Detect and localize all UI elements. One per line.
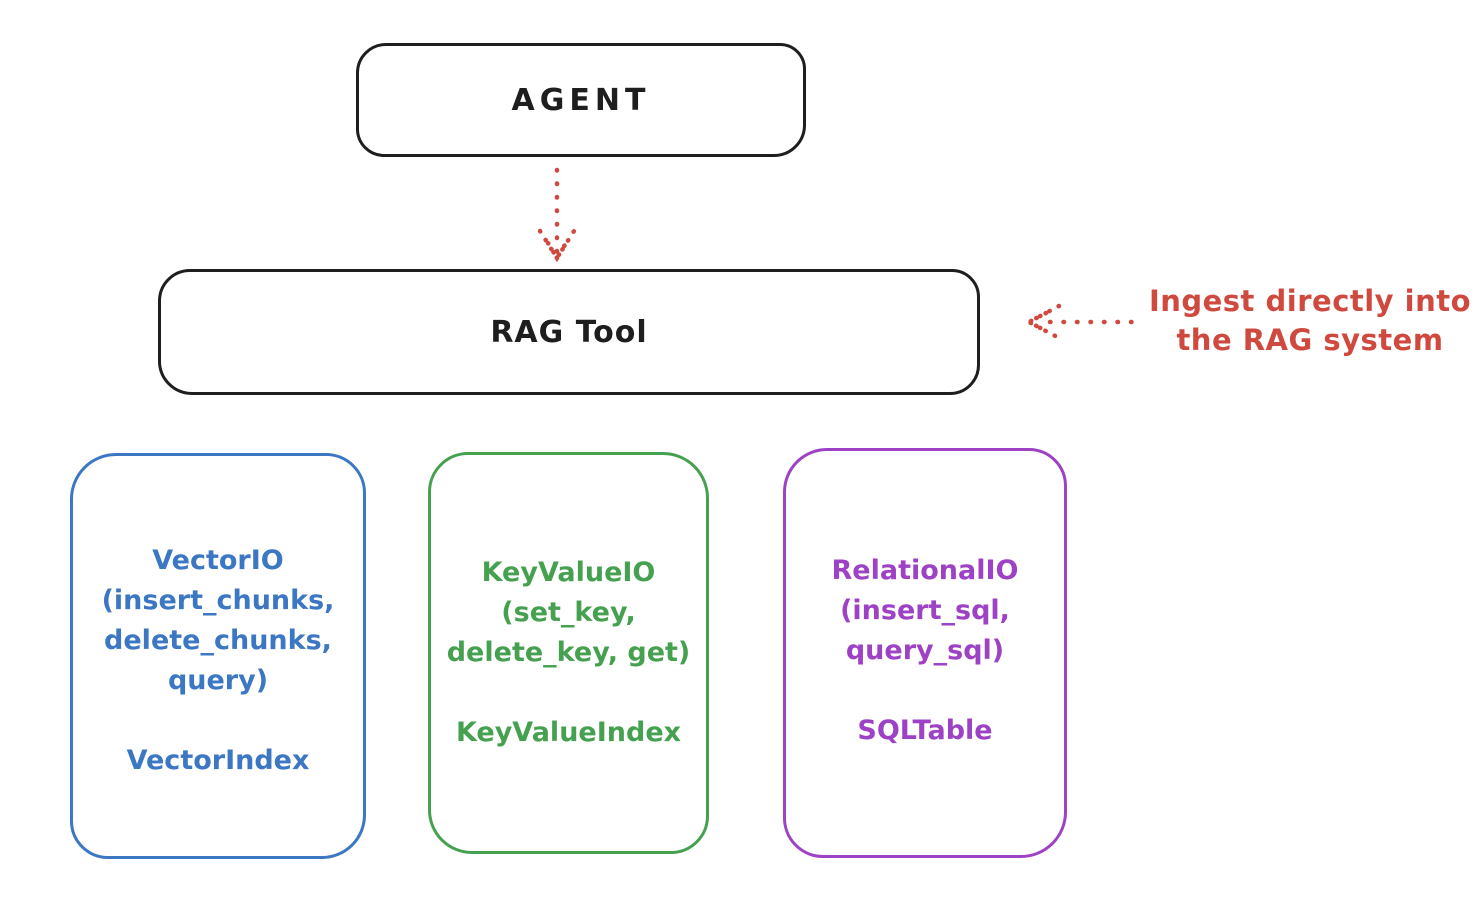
node-text-line: KeyValueIO xyxy=(481,557,656,588)
annotation-line: Ingest directly into xyxy=(1148,284,1472,318)
node-text-line: query) xyxy=(167,665,269,696)
node-text-line: delete_key, get) xyxy=(446,637,691,668)
agent-node: AGENT xyxy=(356,43,806,157)
keyvalue-index-label: KeyValueIndex xyxy=(455,717,682,748)
vector-index-label: VectorIndex xyxy=(126,745,310,776)
vectorio-node: VectorIO (insert_chunks, delete_chunks, … xyxy=(70,453,366,859)
rag-tool-node: RAG Tool xyxy=(158,269,980,395)
node-text-line: VectorIO xyxy=(152,545,284,576)
node-text-line: (insert_chunks, xyxy=(101,585,335,616)
keyvalueio-node: KeyValueIO (set_key, delete_key, get) Ke… xyxy=(428,452,709,854)
rag-tool-label: RAG Tool xyxy=(490,314,648,350)
agent-label: AGENT xyxy=(511,82,651,118)
node-text-line: RelationalIO xyxy=(831,555,1019,586)
node-text-line: (set_key, xyxy=(501,597,636,628)
dotted-arrow-annotation-to-rag xyxy=(1024,303,1139,341)
node-text-line: query_sql) xyxy=(845,635,1005,666)
node-text-line: delete_chunks, xyxy=(104,625,332,656)
relationalio-node: RelationalIO (insert_sql, query_sql) SQL… xyxy=(783,448,1067,858)
annotation-text: Ingest directly into the RAG system xyxy=(1140,282,1480,360)
dotted-arrow-agent-to-rag xyxy=(537,167,577,263)
sqltable-label: SQLTable xyxy=(857,715,993,746)
node-text-line: (insert_sql, xyxy=(840,595,1010,626)
annotation-line: the RAG system xyxy=(1176,323,1444,357)
